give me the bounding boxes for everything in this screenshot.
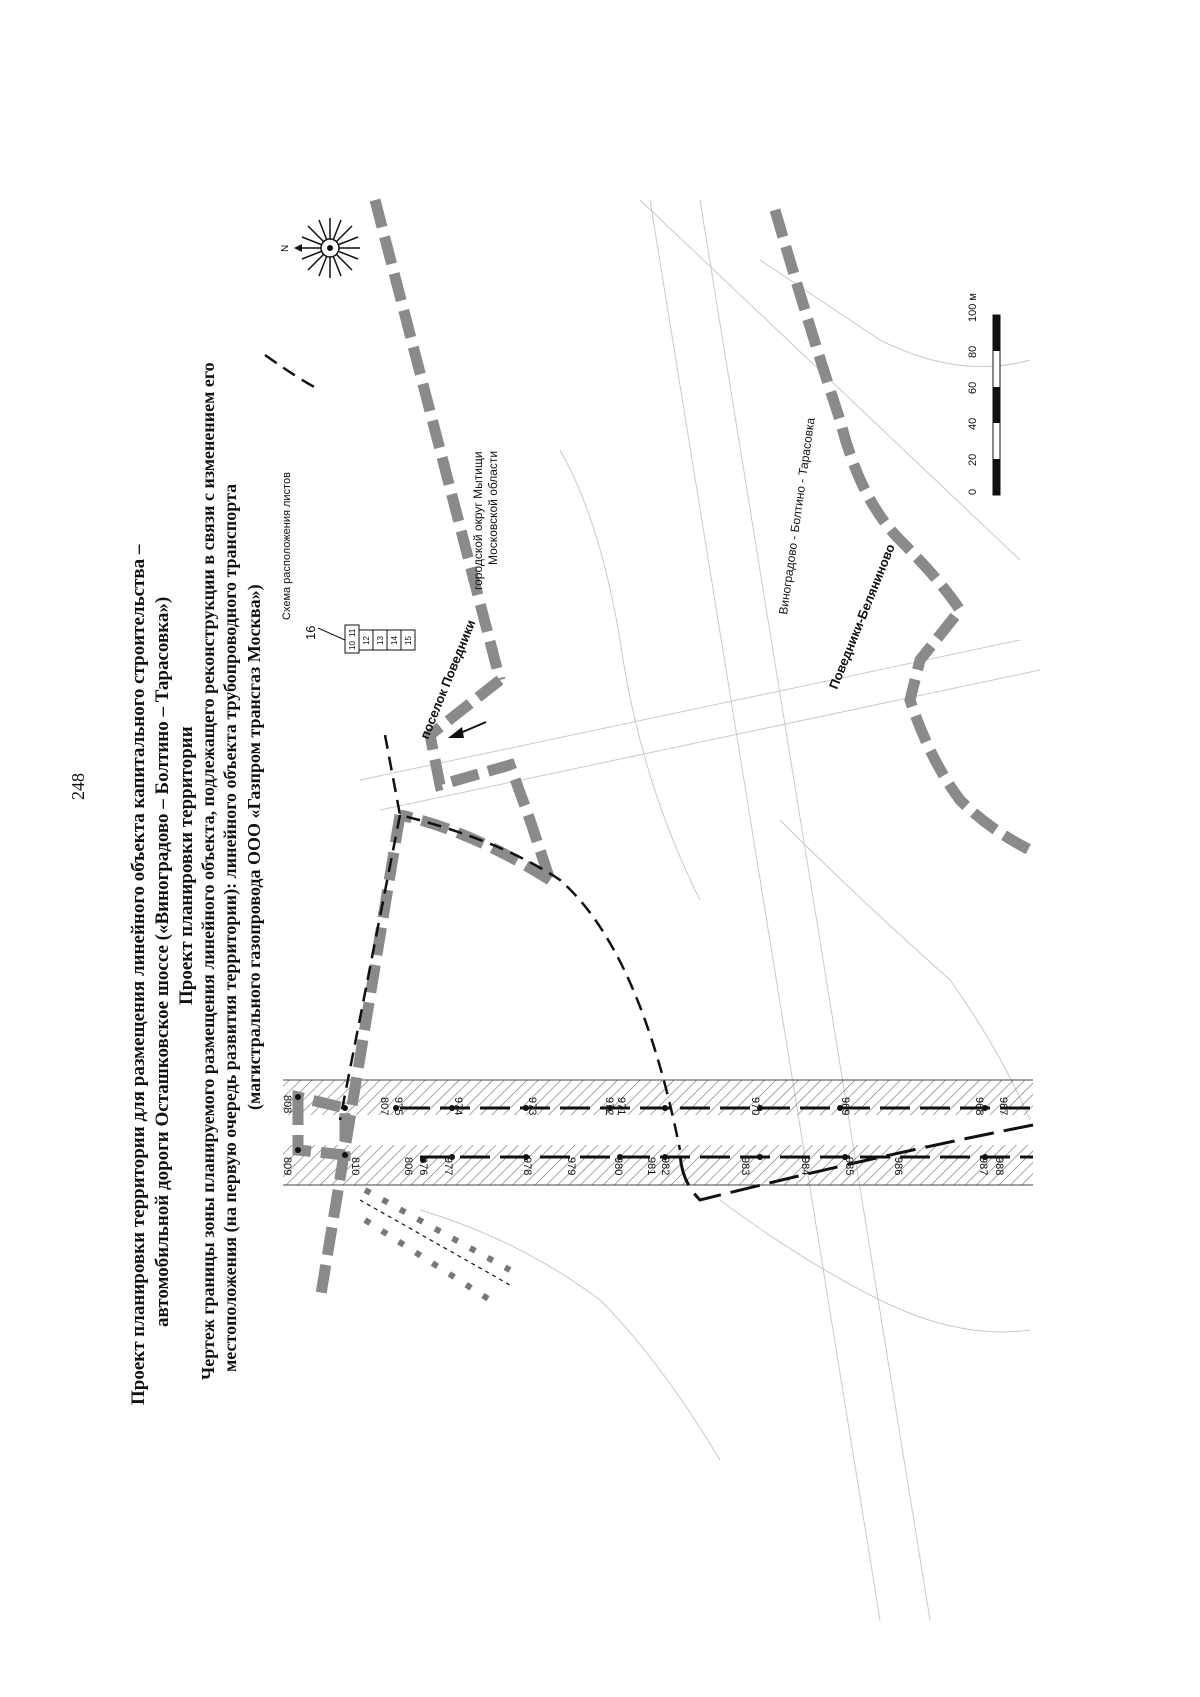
- station-label: 987: [977, 1157, 989, 1175]
- pipeline-lines: [400, 1106, 1034, 1202]
- station-label: 807: [378, 1097, 390, 1115]
- sheet-cell: 11: [348, 628, 357, 637]
- station-label: 977: [442, 1157, 454, 1175]
- scale-tick: 100 м: [967, 293, 979, 322]
- sheet-cell: 14: [390, 636, 399, 645]
- station-label: 986: [892, 1157, 904, 1175]
- road-label-vinogradovo: Виноградово - Болтино - Тарасовка: [776, 416, 818, 615]
- station-labels-bottom: 809 810 806 976 977 978 979 980 981 982 …: [281, 1157, 1005, 1175]
- sheet-cell: 13: [376, 636, 385, 645]
- background-linework: [359, 199, 1041, 1621]
- station-label: 985: [843, 1157, 855, 1175]
- station-label: 808: [281, 1095, 293, 1113]
- road-label-poveдники: Поведники-Беляниново: [826, 542, 898, 691]
- compass-rose-icon: N: [280, 218, 360, 278]
- station-label: 975: [392, 1097, 404, 1115]
- station-label: 979: [565, 1157, 577, 1175]
- sheet-cell: 15: [404, 636, 413, 645]
- sheet-scheme-label: Схема расположения листов: [281, 472, 293, 620]
- scale-tick: 20: [967, 454, 979, 466]
- station-labels-top: 808 807 975 974 973 972 971 970 969 968 …: [281, 1095, 1009, 1115]
- station-label: 978: [521, 1157, 533, 1175]
- region-label: Московской области: [486, 451, 500, 565]
- offset-lines: [359, 1187, 512, 1303]
- station-points: [295, 1094, 988, 1163]
- station-label: 972: [603, 1097, 615, 1115]
- station-label: 976: [417, 1157, 429, 1175]
- station-label: 971: [615, 1097, 627, 1115]
- scale-bar: 0 20 40 60 80 100 м: [967, 293, 1001, 496]
- station-label: 809: [281, 1157, 293, 1175]
- station-label: 969: [839, 1097, 851, 1115]
- station-label: 984: [799, 1157, 811, 1175]
- north-label: N: [280, 245, 291, 252]
- scale-tick: 60: [967, 382, 979, 394]
- station-label: 983: [739, 1157, 751, 1175]
- district-label: городской округ Мытищи: [471, 451, 485, 590]
- station-label: 810: [349, 1157, 361, 1175]
- station-label: 806: [402, 1157, 414, 1175]
- station-label: 981: [645, 1157, 657, 1175]
- outer-boundary: [264, 353, 682, 1151]
- station-label: 968: [973, 1097, 985, 1115]
- station-label: 974: [452, 1097, 464, 1115]
- sheet-cell: 12: [362, 636, 371, 645]
- scale-tick: 0: [967, 489, 979, 495]
- village-pointer: [448, 721, 487, 738]
- sheet-index: 16 10 11 12 13 14 15: [303, 624, 416, 654]
- station-label: 970: [749, 1097, 761, 1115]
- station-label: 973: [526, 1097, 538, 1115]
- station-label: 982: [659, 1157, 671, 1175]
- station-label: 967: [997, 1097, 1009, 1115]
- sheet-number: 16: [303, 626, 318, 640]
- sheet-cell: 10: [348, 641, 357, 650]
- scale-tick: 80: [967, 346, 979, 358]
- station-label: 980: [612, 1157, 624, 1175]
- station-label: 988: [993, 1157, 1005, 1175]
- village-label: поселок Поведники: [417, 618, 479, 742]
- place-labels: городской округ Мытищи Московской област…: [281, 416, 898, 741]
- corridor: [283, 1079, 1033, 1186]
- scale-tick: 40: [967, 418, 979, 430]
